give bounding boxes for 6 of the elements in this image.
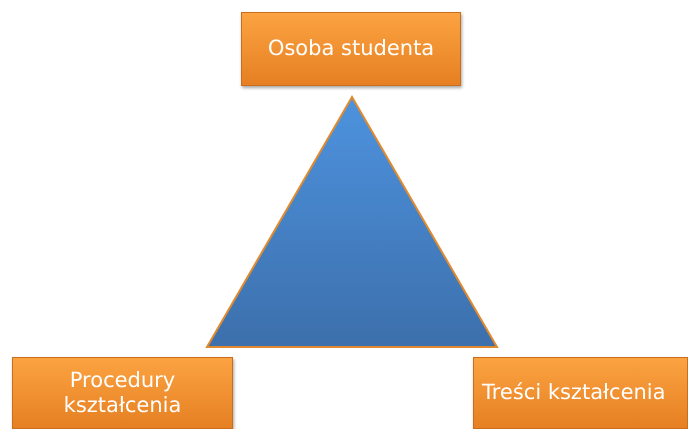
box-label: Osoba studenta	[268, 36, 434, 62]
box-label: Treści kształcenia	[482, 380, 666, 406]
label-box	[241, 12, 461, 86]
box-label: Procedury kształcenia	[62, 368, 182, 418]
label-box	[473, 357, 688, 429]
label-box	[12, 357, 233, 429]
